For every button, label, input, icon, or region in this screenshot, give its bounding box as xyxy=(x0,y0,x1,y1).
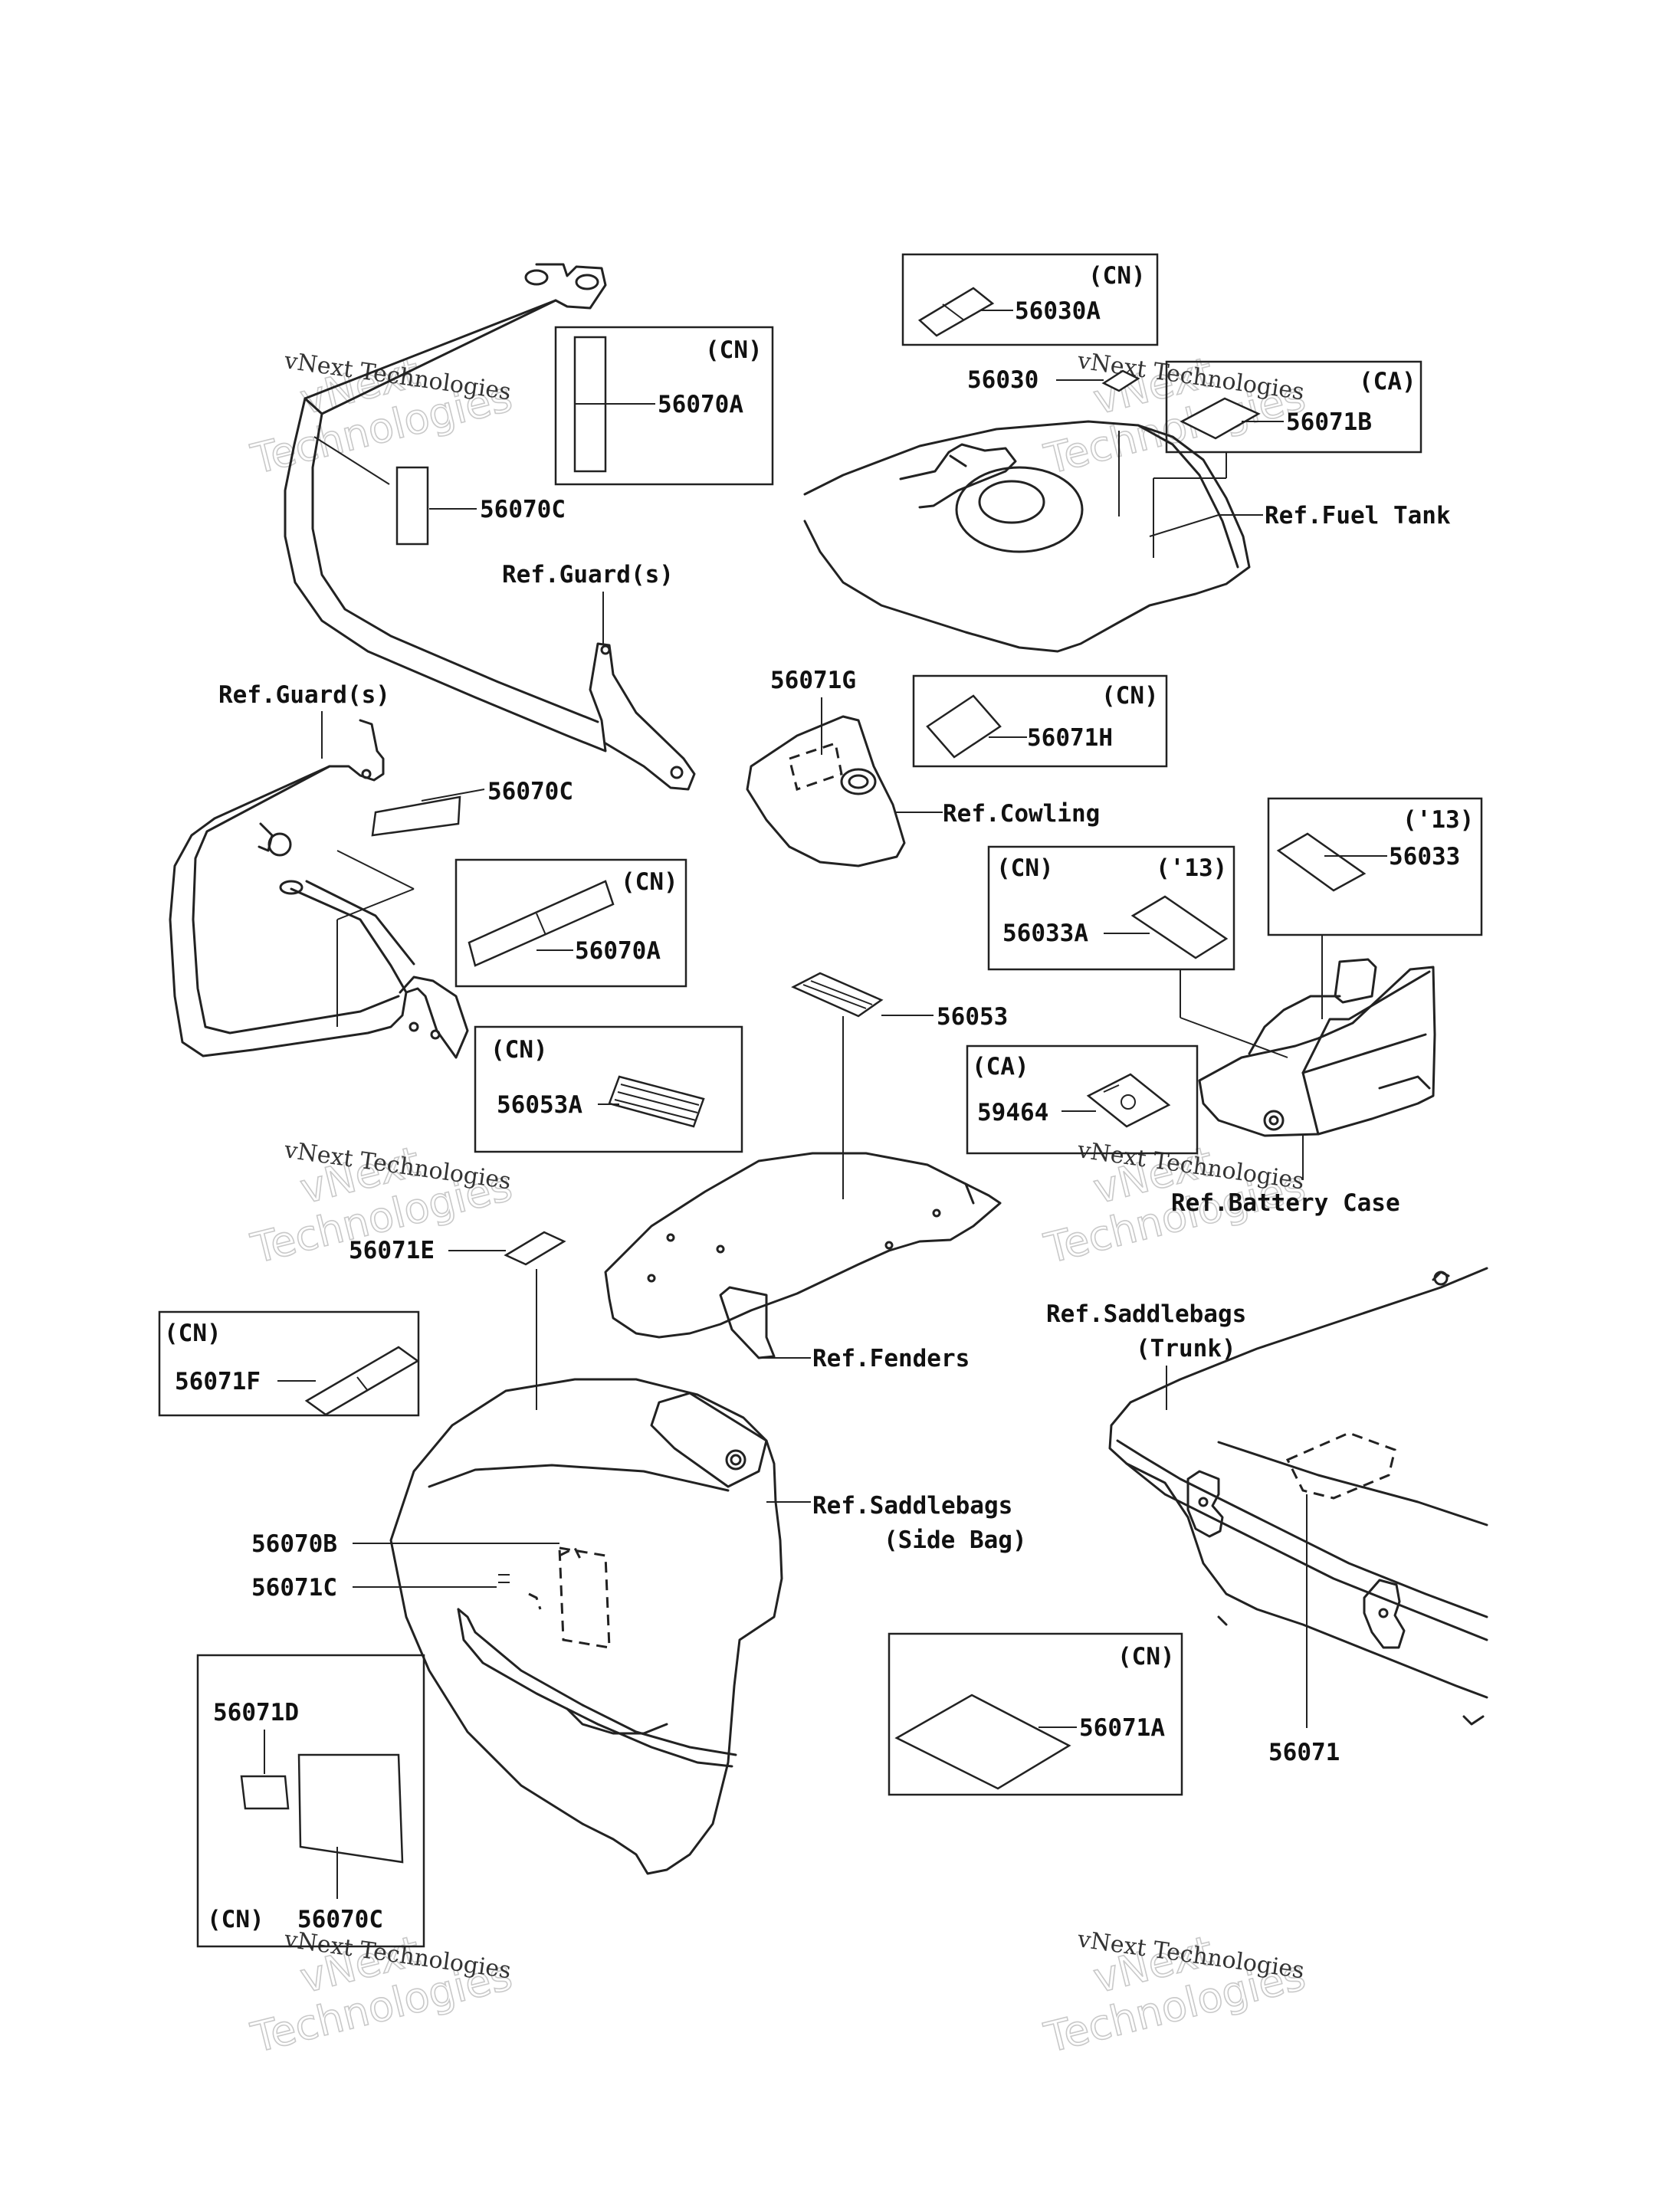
box-56070A-mid xyxy=(454,858,687,988)
tag-ca-59464: (CA) xyxy=(972,1053,1029,1080)
tag-cn-56030A: (CN) xyxy=(1088,262,1146,290)
saddlebag-trunk-drawing xyxy=(1108,1267,1488,1726)
sticker-56071F xyxy=(304,1346,420,1416)
sticker-59464 xyxy=(1086,1073,1171,1128)
tag-cn-56070A-top: (CN) xyxy=(705,336,763,364)
sticker-56070C-top xyxy=(395,466,429,546)
label-56070A-top: 56070A xyxy=(658,391,743,418)
label-56070C-bot: 56070C xyxy=(297,1906,383,1933)
label-56071G: 56071G xyxy=(770,667,856,694)
label-56071H: 56071H xyxy=(1027,724,1113,752)
label-56071A: 56071A xyxy=(1079,1714,1165,1742)
box-56071D-56070C xyxy=(196,1654,425,1948)
box-56030A xyxy=(901,253,1159,346)
battery-case-drawing xyxy=(1198,958,1436,1137)
tag-cn-56033A: (CN) xyxy=(996,854,1054,882)
sticker-56071A xyxy=(894,1694,1071,1790)
label-56033A: 56033A xyxy=(1002,920,1088,947)
watermark-bottom-right: vNext Technologies xyxy=(1039,1926,1311,2063)
label-56071D: 56071D xyxy=(213,1699,299,1726)
label-56053A: 56053A xyxy=(497,1091,582,1119)
sticker-56033 xyxy=(1276,832,1367,892)
tag-y13-56033: ('13) xyxy=(1403,806,1474,834)
sticker-56030 xyxy=(1101,369,1140,392)
box-56070A-top xyxy=(554,326,774,486)
label-59464: 59464 xyxy=(977,1099,1048,1126)
front-guard-drawing xyxy=(284,263,696,791)
label-ref-cowling: Ref.Cowling xyxy=(943,800,1100,828)
sticker-56053 xyxy=(791,972,884,1018)
tag-cn-56071A: (CN) xyxy=(1117,1643,1175,1671)
leader-56070C-top xyxy=(313,436,390,485)
label-ref-saddlebags-side-1: Ref.Saddlebags xyxy=(812,1492,1012,1520)
box-56033A xyxy=(987,845,1235,971)
fender-drawing xyxy=(604,1152,1002,1359)
label-56071: 56071 xyxy=(1268,1739,1340,1766)
label-56071E: 56071E xyxy=(349,1237,435,1264)
tag-cn-56053A: (CN) xyxy=(491,1036,548,1064)
sticker-56071B xyxy=(1180,397,1261,440)
tag-cn-56071F: (CN) xyxy=(164,1320,221,1347)
label-56030: 56030 xyxy=(967,366,1039,394)
label-56070B: 56070B xyxy=(251,1530,337,1558)
tag-cn-56071D: (CN) xyxy=(207,1906,264,1933)
saddlebag-side-drawing xyxy=(389,1378,783,1875)
sticker-56070C-bot xyxy=(297,1753,404,1864)
label-56070C-top: 56070C xyxy=(480,496,566,523)
box-56071A xyxy=(888,1632,1183,1796)
label-56070C-mid: 56070C xyxy=(487,778,573,805)
label-56070A-mid: 56070A xyxy=(575,937,661,965)
label-ref-fuel-tank: Ref.Fuel Tank xyxy=(1265,502,1451,530)
box-56071F xyxy=(158,1310,420,1417)
sticker-56033A xyxy=(1130,895,1229,959)
box-59464 xyxy=(966,1044,1199,1155)
label-56071F: 56071F xyxy=(175,1368,261,1395)
label-56071B: 56071B xyxy=(1286,408,1372,436)
label-ref-saddlebags-trunk-1: Ref.Saddlebags xyxy=(1046,1300,1246,1328)
watermark-top-left: vNext Technologies xyxy=(246,347,517,484)
box-56033 xyxy=(1267,797,1483,936)
sticker-56071D xyxy=(240,1775,290,1810)
tag-y13-56033A: ('13) xyxy=(1156,854,1227,882)
tag-ca-56071B: (CA) xyxy=(1359,368,1416,395)
sticker-56071E xyxy=(504,1231,566,1266)
cowling-drawing xyxy=(746,715,906,867)
box-56071H xyxy=(912,674,1168,768)
fuel-tank-drawing xyxy=(803,420,1251,653)
label-56053: 56053 xyxy=(937,1003,1008,1031)
label-ref-guard-1: Ref.Guard(s) xyxy=(502,561,674,589)
label-56030A: 56030A xyxy=(1015,297,1101,325)
label-ref-fenders: Ref.Fenders xyxy=(812,1345,970,1372)
box-56071B xyxy=(1165,360,1422,454)
watermark-top-right: vNext Technologies xyxy=(1039,347,1311,484)
box-56053A xyxy=(474,1025,743,1153)
label-ref-guard-2: Ref.Guard(s) xyxy=(218,681,390,709)
label-ref-saddlebags-side-2: (Side Bag) xyxy=(884,1526,1027,1554)
sticker-56030A xyxy=(917,287,995,337)
label-56033: 56033 xyxy=(1389,843,1460,871)
tag-cn-56071H: (CN) xyxy=(1101,682,1159,710)
label-ref-battery-case: Ref.Battery Case xyxy=(1171,1189,1400,1217)
rear-guard-drawing: Ref.Guard(s) xyxy=(169,681,469,1059)
label-56071C: 56071C xyxy=(251,1574,337,1602)
sticker-56070C-mid xyxy=(371,795,461,837)
sticker-56071H xyxy=(926,694,1002,759)
tag-cn-56070A-mid: (CN) xyxy=(621,868,678,896)
label-ref-saddlebags-trunk-2: (Trunk) xyxy=(1136,1335,1236,1362)
